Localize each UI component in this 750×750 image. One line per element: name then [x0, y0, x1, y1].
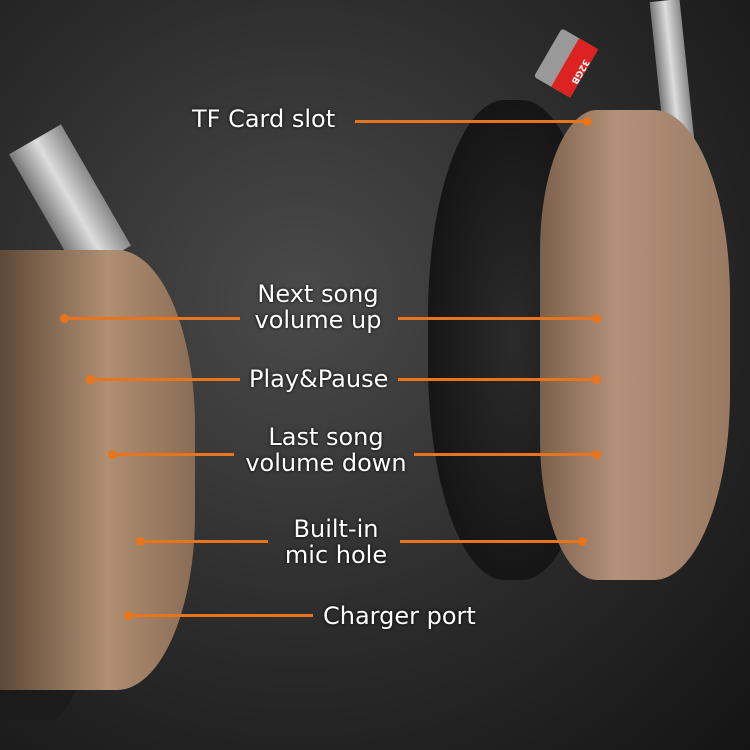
dot [136, 537, 145, 546]
charger-pointer [128, 614, 313, 617]
mic-pointer-right [400, 540, 580, 543]
mic-line1: Built-in [293, 515, 379, 543]
right-ear-shell [540, 110, 730, 580]
dot [592, 314, 601, 323]
last-song-pointer-left [112, 453, 234, 456]
dot [108, 450, 117, 459]
play-pause-label: Play&Pause [249, 365, 389, 393]
next-song-line2: volume up [254, 306, 382, 334]
play-pause-pointer-left [90, 378, 240, 381]
left-ear-shell [0, 250, 195, 690]
charger-port-label: Charger port [323, 602, 476, 630]
tf-card-pointer [355, 120, 585, 123]
dot [592, 375, 601, 384]
last-song-line2: volume down [245, 449, 407, 477]
dot [124, 611, 133, 620]
mic-line2: mic hole [284, 541, 388, 569]
last-song-line1: Last song [268, 423, 384, 451]
play-pause-pointer-right [398, 378, 593, 381]
sd-card-capacity: 32GB [551, 38, 599, 98]
last-song-pointer-right [414, 453, 594, 456]
next-song-pointer-right [398, 317, 593, 320]
dot [60, 314, 69, 323]
next-song-pointer-left [64, 317, 240, 320]
dot [86, 375, 95, 384]
mic-pointer-left [140, 540, 268, 543]
dot [592, 450, 601, 459]
tf-card-label: TF Card slot [192, 105, 336, 133]
dot [578, 537, 587, 546]
next-song-line1: Next song [257, 280, 379, 308]
sd-card-image: 32GB [533, 28, 599, 98]
tf-card-dot [583, 117, 592, 126]
